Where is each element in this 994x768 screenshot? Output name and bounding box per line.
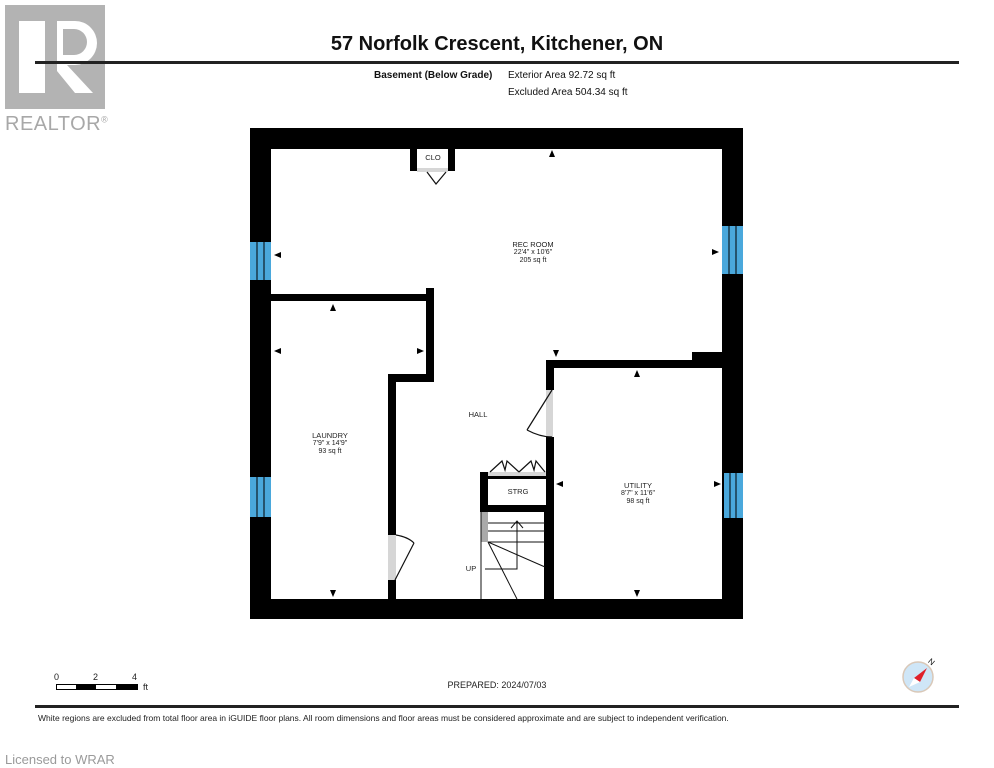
room-rec-room: REC ROOM 22'4" x 10'6" 205 sq ft [512,240,554,265]
room-utility: UTILITY 8'7" x 11'6" 98 sq ft [621,481,655,506]
excluded-area: Excluded Area 504.34 sq ft [508,87,628,98]
stairs-icon [480,512,546,600]
room-storage: STRG [507,487,529,496]
realtor-wordmark: REALTOR® [5,113,109,135]
window-icon [250,226,743,518]
floor-label: Basement (Below Grade) [374,70,493,81]
compass-icon: N [902,657,937,693]
license-watermark: Licensed to WRAR [5,752,115,767]
room-closet: CLO [425,153,441,162]
stairs-up-label: UP [465,564,477,573]
footer-divider [35,705,959,708]
svg-text:N: N [926,657,936,668]
prepared-date: PREPARED: 2024/07/03 [447,680,547,690]
scale-bar-icon [56,684,138,690]
realtor-r-icon [5,5,105,109]
realtor-logo: REALTOR® [5,5,109,135]
exterior-area: Exterior Area 92.72 sq ft [508,70,616,81]
header-divider [35,61,959,64]
page-title: 57 Norfolk Crescent, Kitchener, ON [330,33,664,55]
room-hall: HALL [468,410,488,419]
scale-bar: 0 2 4 ft [54,672,149,692]
room-laundry: LAUNDRY 7'9" x 14'9" 93 sq ft [312,431,348,456]
disclaimer-text: White regions are excluded from total fl… [38,713,729,723]
